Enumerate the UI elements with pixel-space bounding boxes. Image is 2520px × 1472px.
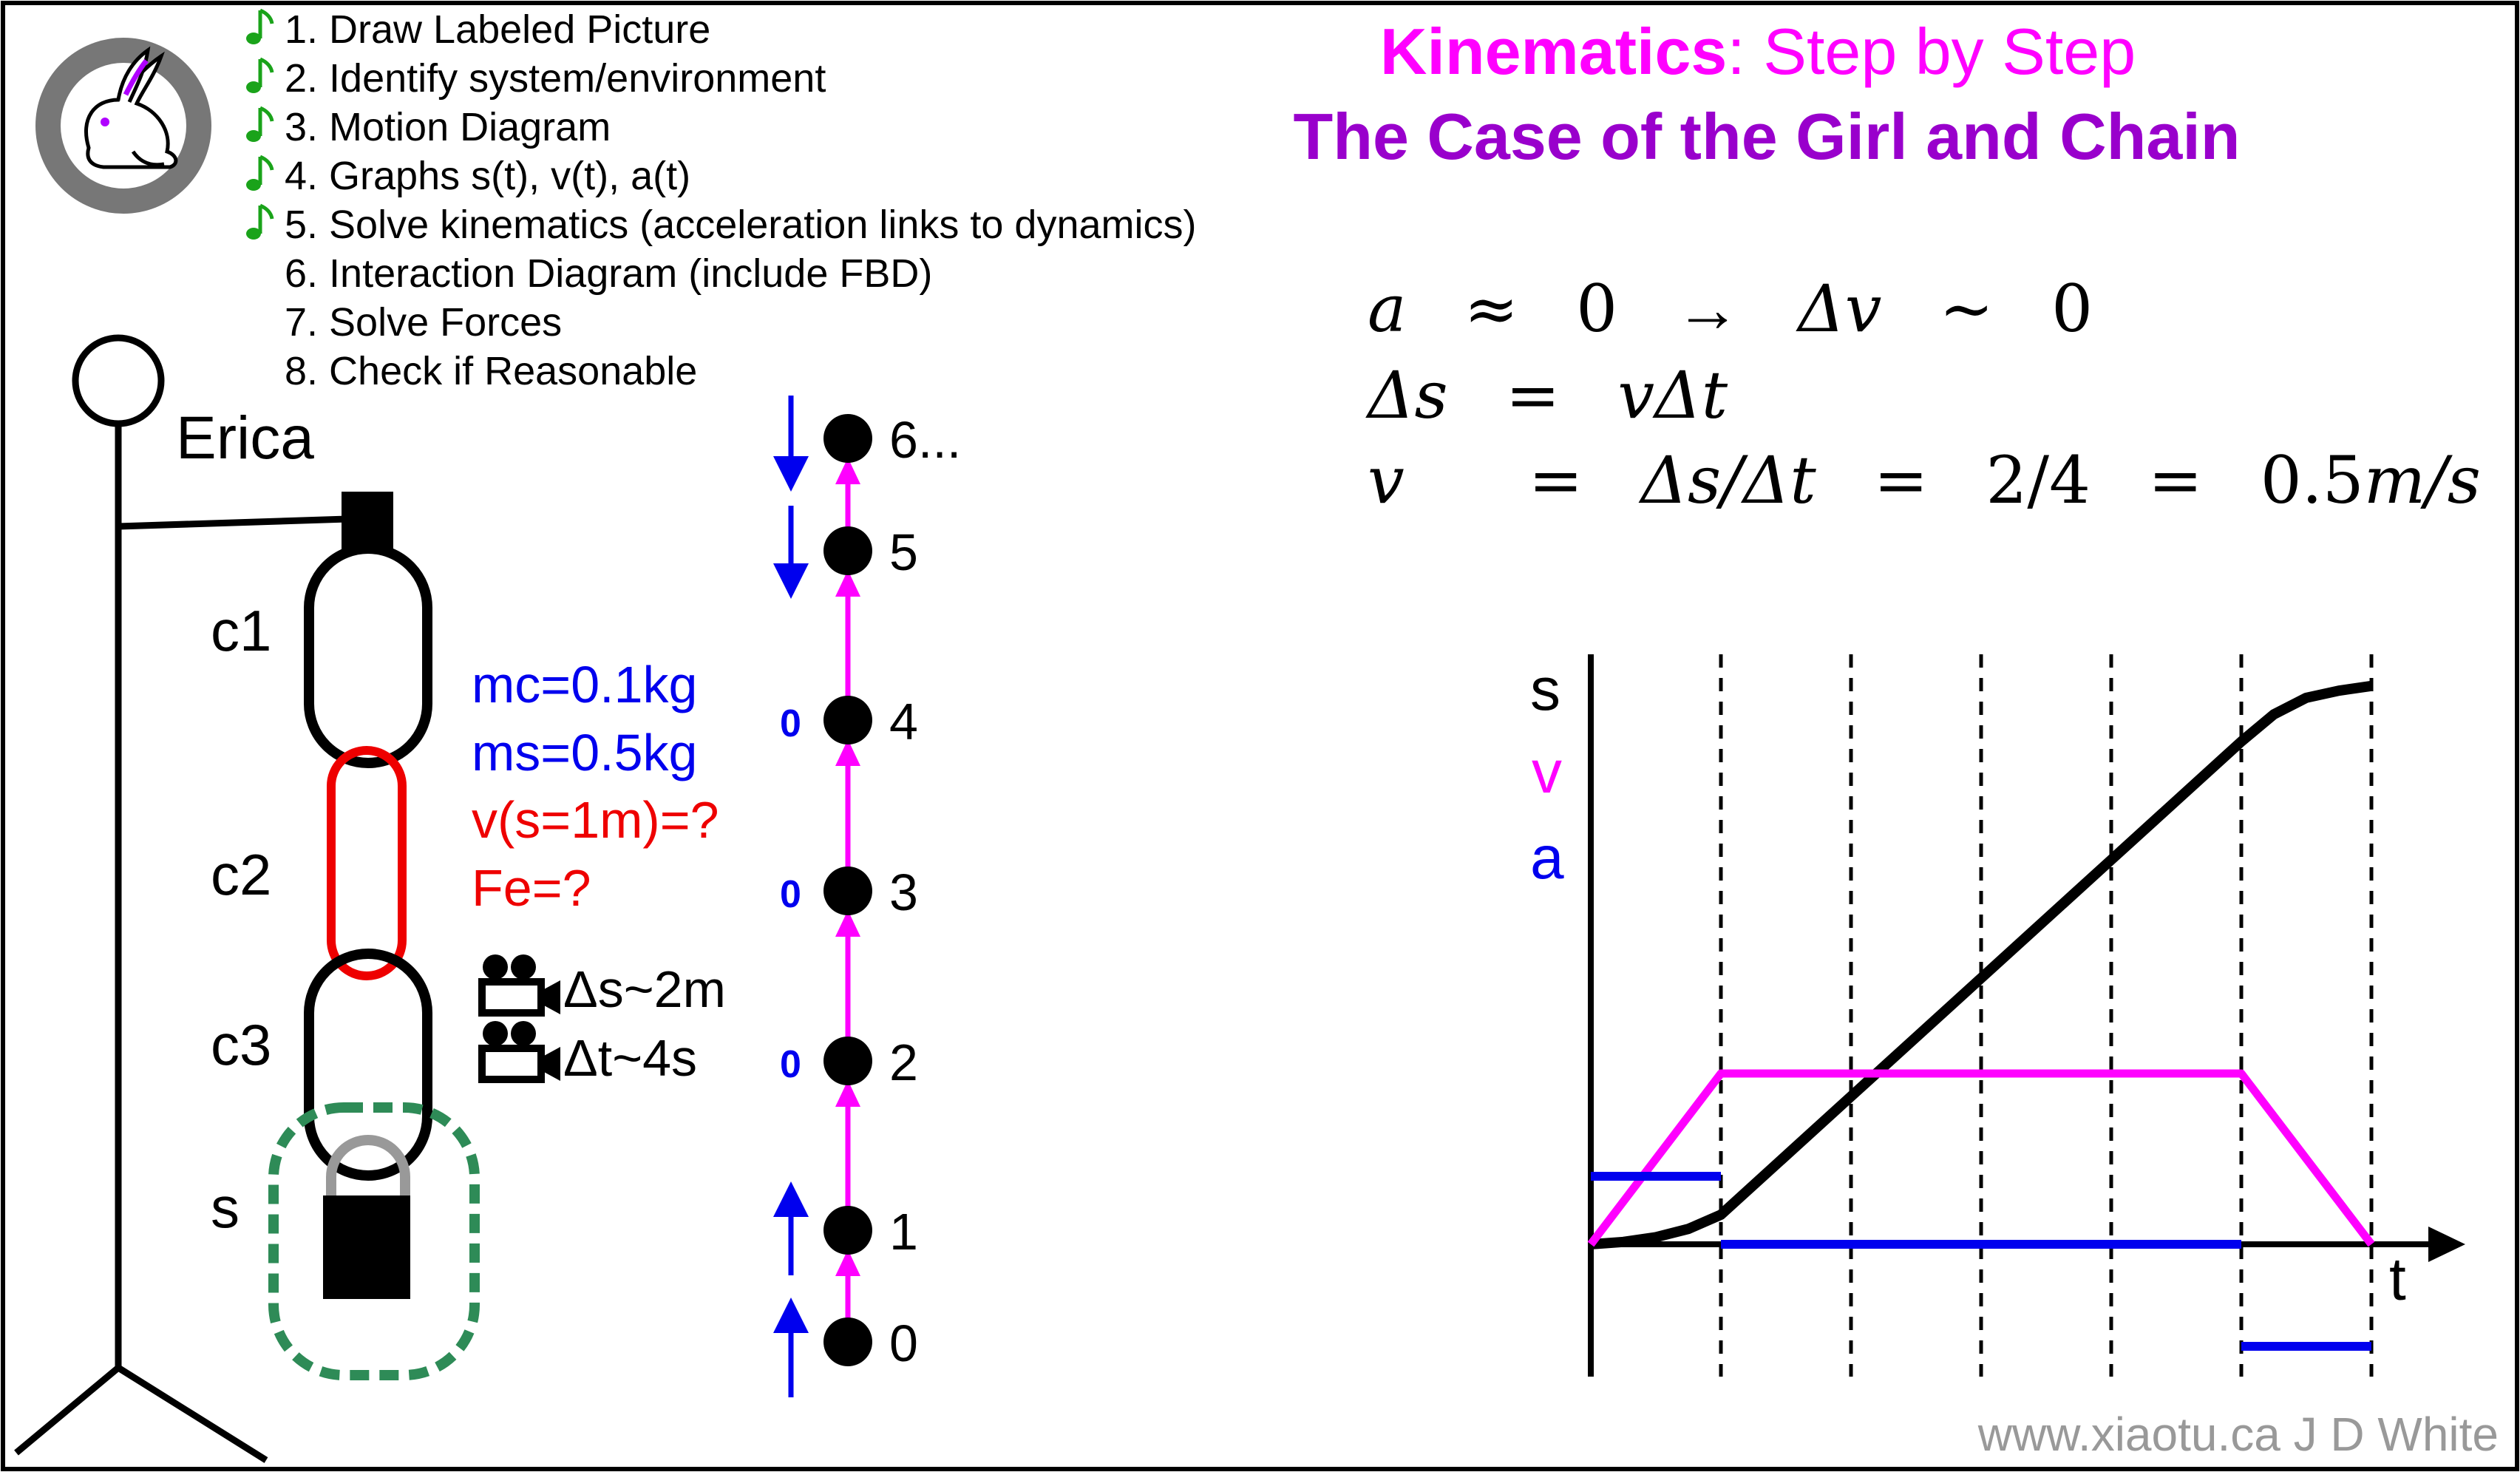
unknown-velocity: v(s=1m)=? — [472, 791, 719, 849]
position-dot — [823, 1037, 872, 1085]
music-note-icon — [246, 106, 274, 142]
equation-line-3: v = Δs/Δt = 2/4 = 0.5m/s — [1368, 442, 2481, 518]
graph-label-a: a — [1530, 824, 1564, 892]
given-mass-lock: ms=0.5kg — [472, 724, 697, 781]
x-axis-arrowhead — [2428, 1227, 2465, 1262]
graph-label-s: s — [1530, 656, 1560, 723]
video-camera-icon — [478, 954, 560, 1017]
position-label: 3 — [889, 864, 918, 921]
acceleration-down-arrow — [773, 396, 809, 492]
zero-acceleration-label: 0 — [780, 873, 801, 916]
graph-label-v: v — [1532, 739, 1562, 806]
step-item: 2. Identify system/environment — [285, 56, 826, 101]
link-label-c3: c3 — [211, 1012, 271, 1077]
acceleration-down-arrow — [773, 506, 809, 599]
step-item: 1. Draw Labeled Picture — [285, 7, 710, 52]
chain-link-c1 — [304, 543, 432, 768]
series-s-line — [1590, 680, 2373, 1249]
music-note-icon — [246, 8, 274, 44]
velocity-arrow — [835, 739, 860, 766]
equations: a ≈ 0 → Δv ~ 0 Δs = vΔt v = Δs/Δt = 2/4 … — [1365, 271, 2481, 518]
position-label: 0 — [889, 1315, 918, 1372]
velocity-arrow — [835, 570, 860, 597]
position-dot — [823, 696, 872, 745]
step-item: 6. Interaction Diagram (include FBD) — [285, 251, 932, 296]
chain-link-c3 — [304, 949, 432, 1181]
step-item: 7. Solve Forces — [285, 300, 562, 345]
position-label: 5 — [889, 523, 918, 581]
acceleration-up-arrow — [773, 1181, 809, 1275]
measure-displacement: Δs~2m — [563, 960, 726, 1018]
stick-figure-erica — [14, 334, 348, 1463]
link-label-c2: c2 — [211, 842, 271, 907]
chain-link-c2 — [327, 746, 407, 980]
step-item: 3. Motion Diagram — [285, 105, 611, 149]
kinematics-graph — [1587, 654, 2465, 1377]
position-dot — [823, 1317, 872, 1366]
music-note-icon — [246, 203, 274, 240]
step-item: 4. Graphs s(t), v(t), a(t) — [285, 154, 690, 198]
title-line-2: The Case of the Girl and Chain — [1293, 100, 2240, 173]
lock-body — [323, 1195, 410, 1299]
position-label: 6... — [889, 411, 961, 469]
lock-shackle — [326, 1135, 410, 1198]
footer-credit: www.xiaotu.ca J D White — [1977, 1408, 2499, 1461]
velocity-arrow — [835, 910, 860, 937]
video-camera-icon — [478, 1021, 560, 1083]
velocity-arrow — [835, 1249, 860, 1276]
position-dot — [823, 414, 872, 463]
unknown-force: Fe=? — [472, 859, 591, 917]
position-dot — [823, 526, 872, 575]
series-v-line — [1587, 1069, 2375, 1247]
step-item: 5. Solve kinematics (acceleration links … — [285, 203, 1196, 247]
link-label-c1: c1 — [211, 598, 271, 663]
link-label-s: s — [211, 1175, 240, 1240]
zero-acceleration-label: 0 — [780, 702, 801, 745]
equation-line-2: Δs = vΔt — [1365, 357, 1728, 433]
acceleration-up-arrow — [773, 1298, 809, 1397]
rabbit-logo — [35, 38, 211, 214]
title-line-1: Kinematics: Step by Step — [1380, 15, 2136, 88]
position-label: 4 — [889, 693, 918, 750]
position-label: 1 — [889, 1203, 918, 1261]
measure-time: Δt~4s — [563, 1029, 697, 1087]
motion-diagram: 0 1 2 3 4 5 6... 0 0 0 — [773, 396, 961, 1397]
hand-block — [342, 492, 393, 551]
position-label: 2 — [889, 1034, 918, 1091]
position-dot — [823, 866, 872, 915]
music-note-icon — [246, 155, 274, 191]
equation-line-1: a ≈ 0 → Δv ~ 0 — [1368, 271, 2093, 347]
position-dot — [823, 1206, 872, 1255]
graph-label-t: t — [2389, 1246, 2406, 1313]
music-note-icon — [246, 57, 274, 93]
system-boundary — [268, 1102, 480, 1380]
given-mass-chain: mc=0.1kg — [472, 656, 697, 713]
velocity-arrow — [835, 1080, 860, 1107]
zero-acceleration-label: 0 — [780, 1043, 801, 1086]
person-label: Erica — [176, 404, 314, 472]
step-item: 8. Check if Reasonable — [285, 349, 697, 393]
velocity-arrow — [835, 458, 860, 484]
